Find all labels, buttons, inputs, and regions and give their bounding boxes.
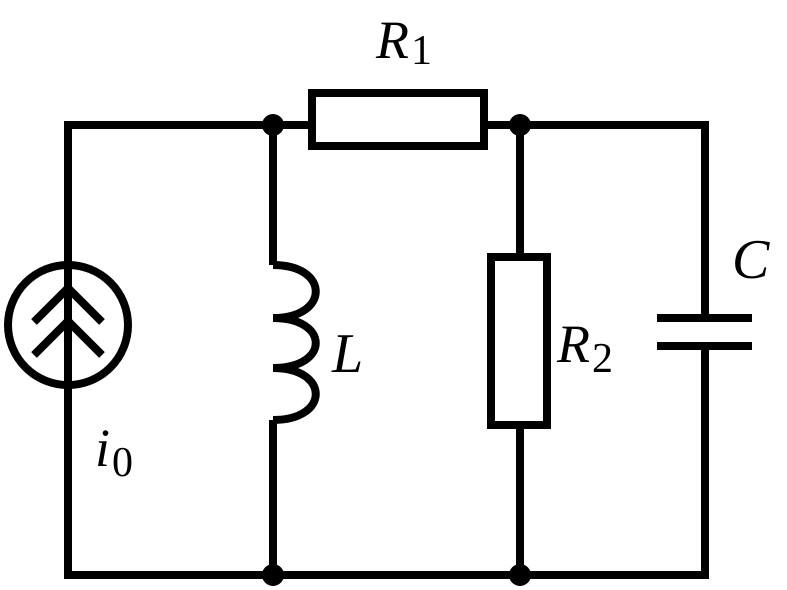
wires	[64, 121, 709, 579]
current-source-arrow-head	[31, 282, 105, 325]
label-i0-subscript: 0	[112, 440, 133, 486]
current-source-arrow-head-inner	[31, 315, 105, 358]
resistor-r1	[308, 89, 488, 150]
label-i0-symbol: i	[95, 418, 110, 478]
label-r2-subscript: 2	[592, 336, 613, 382]
resistor-r2	[487, 253, 551, 429]
label-c-symbol: C	[732, 229, 770, 291]
label-c: C	[732, 229, 770, 291]
label-r2-symbol: R	[556, 314, 590, 374]
current-source	[4, 261, 132, 389]
junction-nodes	[262, 114, 531, 586]
node-bottom-left	[262, 564, 284, 586]
node-top-right	[509, 114, 531, 136]
node-bottom-right	[509, 564, 531, 586]
label-r1: R1	[375, 10, 432, 74]
wire-top-left	[64, 121, 312, 262]
label-r1-symbol: R	[375, 10, 409, 70]
label-l-symbol: L	[331, 323, 363, 385]
wire-top-right	[484, 121, 709, 318]
inductor-coil	[272, 261, 320, 424]
label-r2: R2	[556, 314, 613, 382]
wire-bottom	[64, 346, 709, 579]
label-r1-subscript: 1	[411, 28, 432, 74]
label-l: L	[331, 323, 363, 385]
capacitor	[657, 314, 752, 350]
node-top-left	[262, 114, 284, 136]
label-i0: i0	[95, 418, 133, 486]
